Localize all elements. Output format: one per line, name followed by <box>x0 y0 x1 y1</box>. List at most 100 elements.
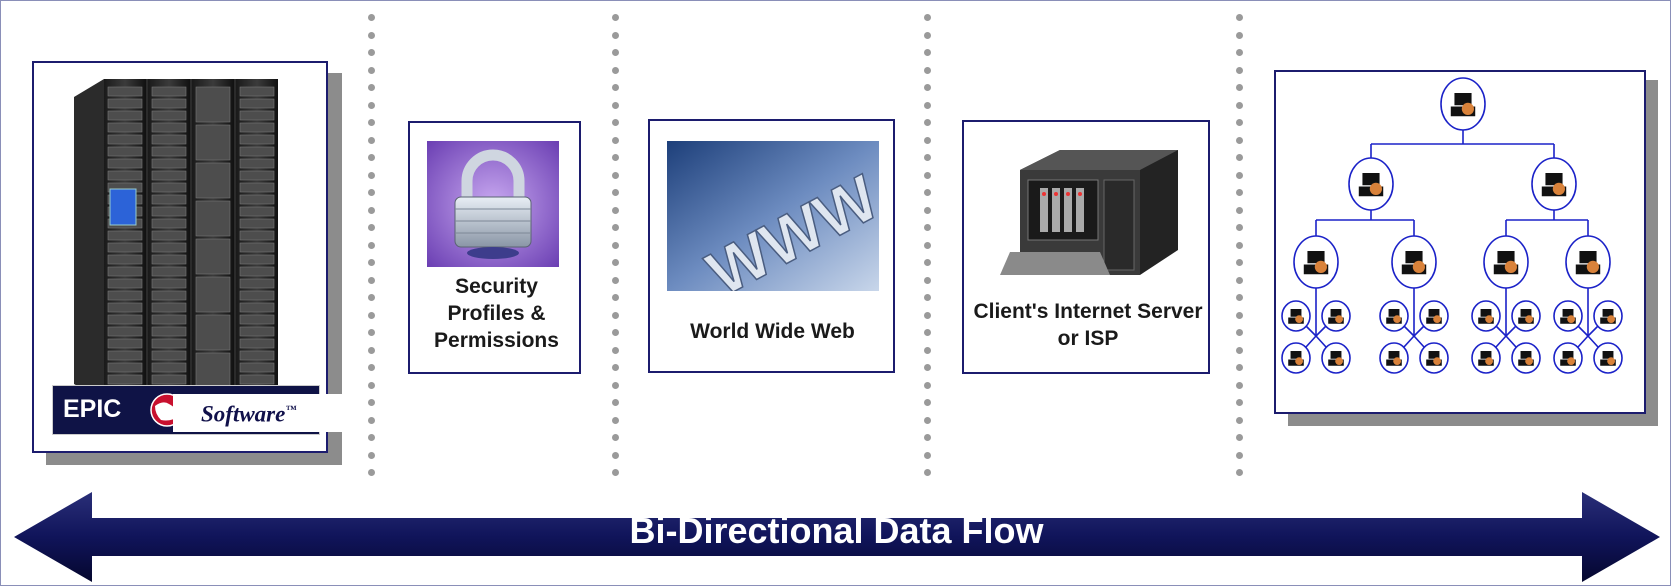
separator-dot <box>924 14 931 21</box>
network-leaf-node <box>1419 342 1449 374</box>
rack-slot <box>107 134 143 145</box>
separator-dot <box>368 364 375 371</box>
separator-dot <box>612 416 619 424</box>
separator-dot <box>612 276 619 284</box>
rack-slot <box>107 242 143 253</box>
rack-slot <box>107 98 143 109</box>
rack-slot <box>195 200 231 237</box>
separator-dot <box>612 294 619 301</box>
rack-slot <box>239 206 275 217</box>
rack-slot <box>151 254 187 265</box>
network-leaf-node <box>1471 300 1501 332</box>
rack-slot <box>107 170 143 181</box>
trademark-symbol: ™ <box>285 404 297 416</box>
separator-dot <box>612 206 619 214</box>
rack-slot <box>107 374 143 385</box>
network-node-level2 <box>1483 235 1529 289</box>
data-flow-label: Bi-Directional Data Flow <box>629 510 1044 551</box>
separator-dot <box>1236 294 1243 301</box>
rack-slot <box>107 290 143 301</box>
separator-dot <box>924 399 931 406</box>
separator-dot <box>368 224 375 231</box>
separator-dot <box>612 31 619 39</box>
separator-dot <box>924 171 931 179</box>
separator-dot <box>612 84 619 91</box>
separator-dot <box>924 469 931 476</box>
rack-slot <box>107 122 143 133</box>
rack-slot <box>239 182 275 193</box>
server-label: Client's Internet Server or ISP <box>973 300 1203 350</box>
separator-dot <box>612 49 619 56</box>
security-panel: Security Profiles & Permissions <box>408 121 581 374</box>
network-leaf-node <box>1553 300 1583 332</box>
rack-slot <box>151 374 187 385</box>
separator-dot <box>612 171 619 179</box>
rack-slot <box>239 278 275 289</box>
network-leaf-node <box>1593 300 1623 332</box>
network-root-node <box>1440 77 1486 131</box>
server-panel: Client's Internet Server or ISP <box>962 120 1210 374</box>
rack-slot <box>107 146 143 157</box>
rack-slot <box>239 98 275 109</box>
web-panel: WWW World Wide Web <box>648 119 895 373</box>
separator-dot <box>1236 276 1243 284</box>
rack-slot <box>239 242 275 253</box>
rack-slot <box>107 302 143 313</box>
network-node-level2 <box>1565 235 1611 289</box>
separator-dot <box>924 84 931 91</box>
rack-slot <box>239 374 275 385</box>
rack-slot <box>151 134 187 145</box>
separator-dot <box>924 206 931 214</box>
separator-dot <box>368 416 375 424</box>
separator-dot <box>1236 416 1243 424</box>
separator-dot <box>924 136 931 144</box>
rack-slot <box>151 122 187 133</box>
rack-slot <box>151 278 187 289</box>
rack-slot <box>195 314 231 351</box>
separator-dot <box>1236 451 1243 459</box>
rack-slot <box>107 314 143 325</box>
rack-slot <box>195 352 231 389</box>
epic-panel: EPIC Software™ <box>32 61 357 453</box>
rack-slot <box>107 266 143 277</box>
security-label: Security Profiles & Permissions <box>434 275 559 352</box>
network-tree <box>1281 77 1623 374</box>
separator-dot <box>924 294 931 301</box>
rack-slot <box>151 86 187 97</box>
rack-slot <box>239 302 275 313</box>
network-leaf-node <box>1511 342 1541 374</box>
separator-dot <box>368 399 375 406</box>
separator-dot <box>924 434 931 441</box>
separator-dot <box>612 434 619 441</box>
rack-slot <box>239 194 275 205</box>
separator-dot <box>924 451 931 459</box>
rack-slot <box>239 350 275 361</box>
separator-dot <box>924 224 931 231</box>
brand-software-text: Software <box>201 401 286 427</box>
rack-slot <box>107 158 143 169</box>
separator-dot <box>368 49 375 56</box>
separator-dot <box>924 241 931 249</box>
rack-slot <box>195 162 231 199</box>
separator-dot <box>612 451 619 459</box>
separator-dot <box>1236 66 1243 74</box>
network-leaf-node <box>1379 342 1409 374</box>
separator-dot <box>1236 136 1243 144</box>
separator-dot <box>612 224 619 231</box>
separator-dot <box>612 329 619 336</box>
separator-dot <box>924 49 931 56</box>
rack-slot <box>107 326 143 337</box>
separator-dot <box>612 469 619 476</box>
separator-dot <box>1236 119 1243 126</box>
separator-dot <box>1236 399 1243 406</box>
separator-dot <box>368 381 375 389</box>
rack-slot <box>151 362 187 373</box>
rack-slot <box>151 266 187 277</box>
separator-dot <box>368 276 375 284</box>
separator-dot <box>612 119 619 126</box>
epic-software-logo: EPIC Software™ <box>52 385 357 435</box>
separator-1 <box>368 14 376 496</box>
server-image <box>1000 150 1178 275</box>
separator-dot <box>368 31 375 39</box>
separator-dot <box>612 364 619 371</box>
